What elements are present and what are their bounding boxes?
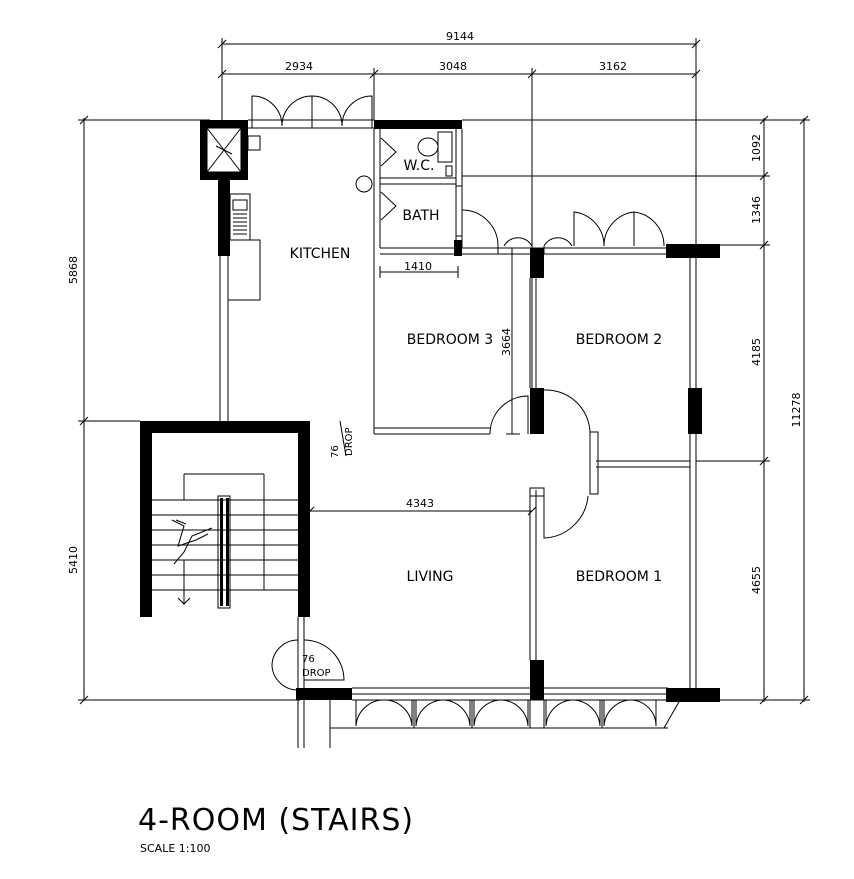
room-label-living: LIVING — [407, 569, 454, 585]
dim-top-seg1: 2934 — [285, 60, 313, 73]
dim-right-2: 1346 — [750, 196, 763, 224]
drop1-value: 76 — [330, 445, 341, 458]
room-label-kitchen: KITCHEN — [290, 246, 351, 262]
dim-right-total: 11278 — [790, 393, 803, 428]
dimension-lines — [78, 38, 810, 705]
drop2-text: DROP — [302, 668, 331, 679]
door-swings — [251, 95, 665, 728]
room-label-wc: W.C. — [404, 158, 435, 174]
walls — [140, 119, 720, 748]
plan-title: 4-ROOM (STAIRS) — [138, 803, 414, 838]
room-label-bath: BATH — [402, 208, 439, 224]
dim-right-4: 4655 — [750, 566, 763, 594]
staircase — [152, 473, 298, 609]
room-label-bedroom3: BEDROOM 3 — [407, 332, 493, 348]
dim-left-upper: 5868 — [67, 256, 80, 284]
dim-top-seg3: 3162 — [599, 60, 627, 73]
dim-top-seg2: 3048 — [439, 60, 467, 73]
dim-top-total: 9144 — [446, 30, 474, 43]
dim-bed3-depth: 3664 — [500, 328, 513, 356]
dim-right-3: 4185 — [750, 338, 763, 366]
dim-left-lower: 5410 — [67, 546, 80, 574]
drop1-text: DROP — [344, 427, 355, 456]
dim-living-width: 4343 — [406, 497, 434, 510]
room-label-bedroom1: BEDROOM 1 — [576, 569, 662, 585]
dim-right-1: 1092 — [750, 134, 763, 162]
plan-scale: SCALE 1:100 — [140, 842, 210, 855]
room-label-bedroom2: BEDROOM 2 — [576, 332, 662, 348]
drop2-value: 76 — [302, 654, 315, 665]
dim-bed3-width: 1410 — [404, 260, 432, 273]
